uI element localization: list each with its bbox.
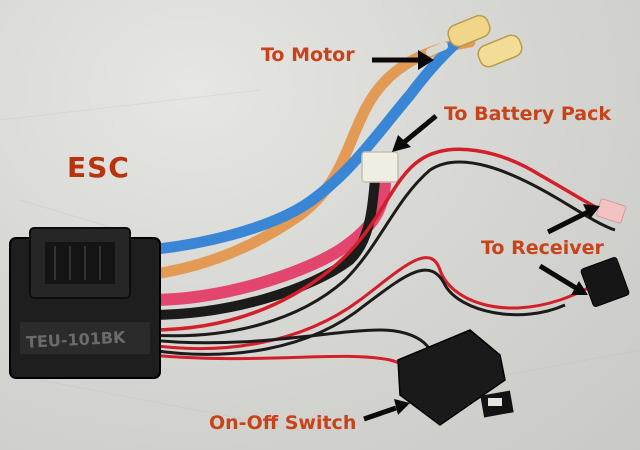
arrow-to-receiver-upper (546, 204, 600, 235)
esc-label: ESC (67, 151, 130, 184)
motor-wire-blue (142, 38, 461, 256)
table-surface (0, 89, 640, 431)
receiver-wire-2-black (149, 268, 566, 356)
motor-connector (426, 14, 523, 68)
arrow-to-receiver-lower (538, 263, 588, 295)
battery-wire-red (144, 174, 391, 306)
battery-connector (361, 151, 399, 183)
esc-body: TEU-101BK (9, 227, 161, 379)
receiver-wire-black (149, 160, 616, 338)
arrow-to-switch (363, 399, 410, 422)
on-off-switch-label: On-Off Switch (209, 412, 357, 434)
to-battery-pack-label: To Battery Pack (444, 103, 611, 125)
arrow-to-motor (372, 50, 434, 70)
receiver-connector-red (595, 198, 627, 224)
motor-wire-orange (142, 36, 476, 281)
switch-wire-red (149, 353, 418, 396)
to-motor-label: To Motor (261, 44, 355, 66)
receiver-wire-2 (149, 256, 602, 351)
to-receiver-label: To Receiver (481, 237, 604, 259)
battery-wire-black (145, 175, 380, 320)
receiver-wire-red (149, 147, 606, 332)
on-off-switch-body (397, 329, 514, 426)
arrow-to-battery (392, 114, 438, 152)
receiver-connector-black (580, 257, 630, 307)
